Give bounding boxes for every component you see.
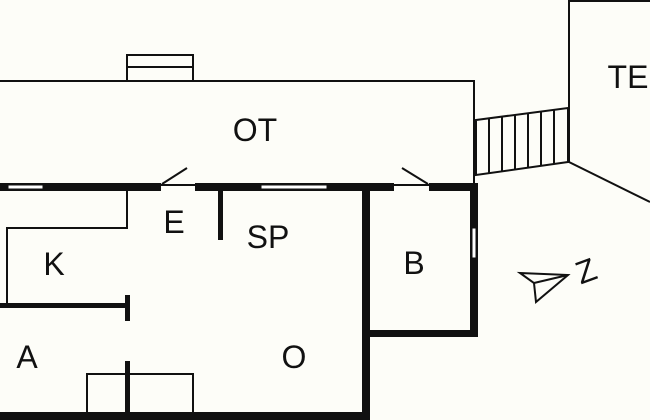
terrace-te-outline: [568, 0, 650, 203]
room-label-te: TE: [608, 59, 649, 95]
window: [7, 184, 44, 190]
room-label-a: A: [16, 339, 38, 375]
walls: [0, 183, 478, 420]
compass-icon: [516, 271, 571, 304]
room-label-o: O: [282, 339, 307, 375]
window: [260, 184, 328, 190]
kitchen-counter: [6, 190, 128, 304]
bed-outline: [86, 373, 194, 414]
room-label-e: E: [163, 204, 184, 240]
chimney: [126, 54, 194, 82]
room-label-sp: SP: [247, 219, 290, 255]
room-label-k: K: [43, 246, 64, 282]
door-swing: [401, 167, 429, 185]
room-label-b: B: [403, 245, 424, 281]
compass-label: Z: [571, 251, 602, 292]
room-label-ot: OT: [233, 112, 277, 148]
stairs: [475, 106, 569, 177]
door-swing: [161, 167, 188, 185]
window: [471, 227, 477, 259]
